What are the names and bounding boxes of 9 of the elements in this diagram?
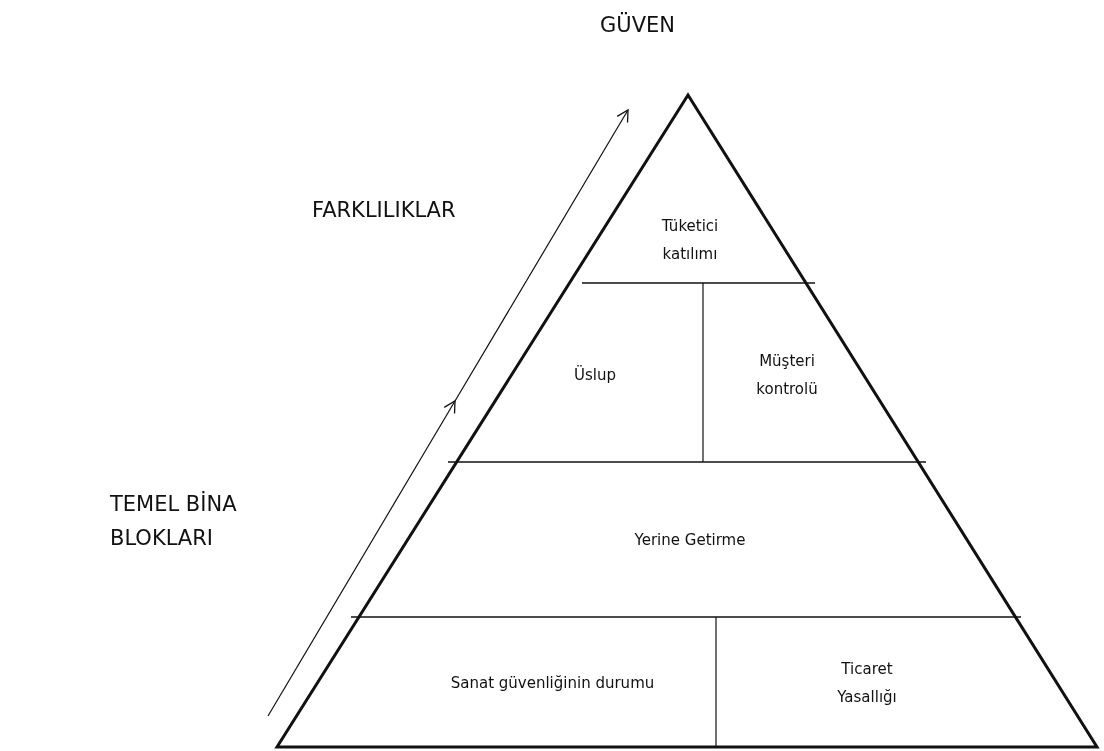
pyramid-level-text: Sanat güvenliğinin durumu — [450, 672, 655, 694]
side-label: FARKLILIKLAR — [312, 197, 456, 224]
pyramid-level-text: Üslup — [574, 364, 616, 386]
pyramid-level-text: Müşteri kontrolü — [755, 351, 819, 400]
pyramid-apex-label: GÜVEN — [600, 11, 675, 39]
pyramid-level-text: Yerine Getirme — [634, 530, 746, 551]
pyramid-level-text: Tüketici katılımı — [660, 216, 720, 265]
pyramid-level-text: Ticaret Yasallığı — [836, 658, 898, 708]
side-label: TEMEL BİNA BLOKLARI — [110, 490, 238, 552]
